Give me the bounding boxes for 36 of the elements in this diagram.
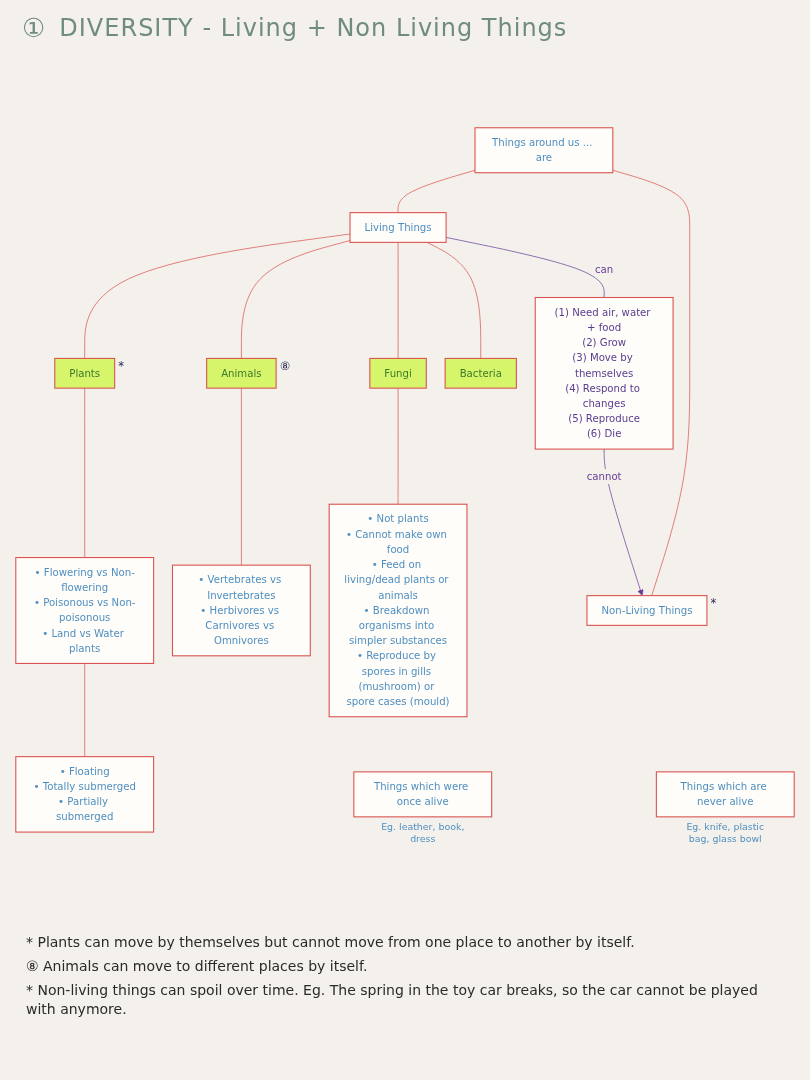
edge-label: can	[595, 263, 614, 276]
node-box: Animals	[206, 357, 277, 389]
node-box: Non-Living Things	[586, 595, 708, 626]
connector	[397, 242, 399, 359]
page-number: ①	[22, 15, 46, 41]
diagram-title: DIVERSITY - Living + Non Living Things	[59, 14, 568, 42]
node-box: Living Things	[349, 212, 447, 243]
connector	[397, 387, 399, 505]
footnote: * Non-living things can spoil over time. Eg. The spring in the toy car breaks, so the car cannot be played with anymore.	[26, 980, 759, 1019]
node-box: Things which are never alive	[655, 771, 795, 818]
node-box: Bacteria	[444, 357, 517, 389]
example-text: Eg. knife, plastic bag, glass bowl	[686, 820, 765, 845]
node-box: Fungi	[369, 357, 427, 389]
connector	[241, 240, 351, 359]
node-box: • Flowering vs Non-flowering • Poisonous vs Non-poisonous • Land vs Water plants	[15, 557, 155, 664]
node-box: Things around us ... are	[474, 127, 614, 174]
edge-label: cannot	[586, 470, 622, 483]
connector	[397, 169, 476, 213]
connector	[426, 242, 482, 359]
connector	[241, 387, 242, 566]
connector	[84, 663, 86, 757]
connector	[84, 387, 86, 558]
footnote: ⑧ Animals can move to different places by itself.	[26, 956, 369, 976]
footnote: * Plants can move by themselves but cannot move from one place to another by itself.	[26, 933, 636, 952]
node-box: • Vertebrates vs Invertebrates • Herbivores vs Carnivores vs Omnivores	[171, 564, 311, 657]
node-box: Things which were once alive	[353, 771, 493, 818]
annotation-mark: *	[710, 596, 717, 611]
node-box: (1) Need air, water + food (2) Grow (3) Move by themselves (4) Respond to changes (5) Reproduce (6) Die	[534, 296, 674, 450]
node-box: • Floating • Totally submerged • Partially submerged	[15, 756, 155, 833]
annotation-mark: *	[118, 359, 125, 374]
node-box: Plants	[54, 357, 116, 389]
connector	[612, 169, 691, 596]
annotation-mark: ⑧	[279, 359, 291, 374]
connector	[84, 233, 351, 359]
example-text: Eg. leather, book, dress	[381, 820, 465, 845]
node-box: • Not plants • Cannot make own food • Feed on living/dead plants or animals • Breakdown organisms into simpler substances • Reproduce by spores in gills (mushroom) or spore cases (mould)	[328, 503, 468, 718]
